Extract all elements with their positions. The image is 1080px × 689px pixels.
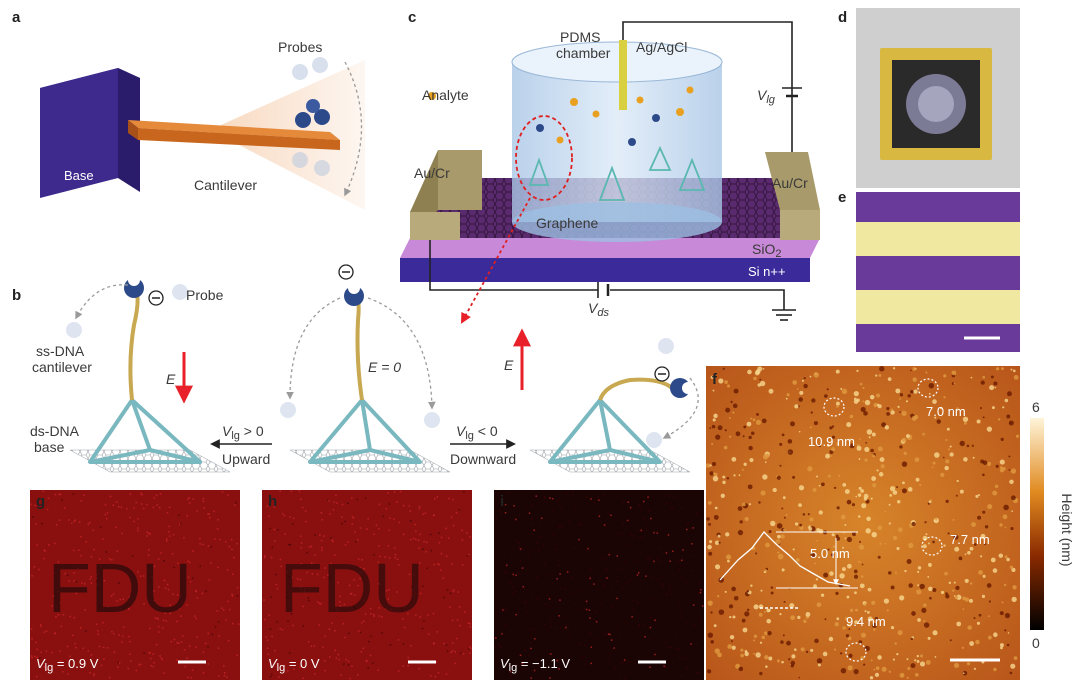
- panel-c-letter: c: [408, 9, 416, 26]
- dsdna-label-2: base: [34, 439, 65, 455]
- panel-a-letter: a: [12, 9, 21, 26]
- probe-icons: [536, 114, 660, 146]
- upward-label: Upward: [222, 451, 270, 467]
- voltage-label-g: Vlg = 0.9 V: [36, 656, 99, 674]
- e-field-label-right: E: [504, 357, 514, 373]
- negative-charge-icon-mid: [338, 264, 354, 280]
- faded-probe-icons: [292, 57, 330, 176]
- analyte-label: Analyte: [422, 87, 469, 103]
- electrode-label: Ag/AgCl: [636, 39, 687, 55]
- panel-d: d: [838, 8, 1020, 188]
- ssdna-right: [598, 377, 674, 401]
- panel-g-letter: g: [36, 493, 45, 510]
- au-cr-left-pad: [410, 212, 460, 240]
- downward-label: Downward: [450, 451, 516, 467]
- panel-e-letter: e: [838, 189, 846, 206]
- colorbar: [1030, 418, 1044, 630]
- ssdna-mid: [354, 294, 364, 401]
- panel-h: FDU h Vlg = 0 V: [262, 490, 472, 680]
- panel-h-letter: h: [268, 493, 277, 510]
- cbar-min-label: 0: [1032, 635, 1040, 651]
- panel-i-letter: i: [500, 493, 504, 510]
- probe-icon-right: [670, 378, 694, 398]
- cbar-title: Height (nm): [1059, 493, 1075, 566]
- probe-icon: [295, 99, 330, 128]
- panel-d-letter: d: [838, 9, 847, 26]
- pdms-label-1: PDMS: [560, 29, 600, 45]
- e-field-label-left: E: [166, 371, 176, 387]
- gate-wire: [622, 21, 793, 160]
- profile-height-label: 5.0 nm: [810, 546, 850, 561]
- pdms-label-2: chamber: [556, 45, 611, 61]
- panel-c: c: [400, 9, 820, 324]
- electrode-stripe-1: [856, 222, 1020, 256]
- au-cr-right-label: Au/Cr: [772, 175, 808, 191]
- size-label-1: 10.9 nm: [808, 434, 855, 449]
- base-label: Base: [64, 168, 94, 183]
- size-label-2: 7.0 nm: [926, 404, 966, 419]
- tetrahedron-mid: [308, 398, 422, 464]
- ssdna-label-2: cantilever: [32, 359, 92, 375]
- sio2-layer: [400, 238, 820, 258]
- highlight-circle: [515, 115, 573, 201]
- ground-icon: [772, 309, 796, 321]
- ssdna-left: [128, 289, 140, 401]
- afm-speckle: [705, 366, 1020, 680]
- negative-charge-icon-left: [148, 290, 164, 306]
- dsdna-label-1: ds-DNA: [30, 423, 80, 439]
- sio2-label: SiO2: [752, 241, 781, 260]
- probe-icon-left: [124, 274, 144, 298]
- panel-b: b: [12, 264, 699, 473]
- au-cr-right-pad: [780, 210, 820, 240]
- au-cr-left-label: Au/Cr: [414, 165, 450, 181]
- panel-f: f 10.9 nm 7.0 nm 7.7 nm 9.4 nm 5.0 nm 6 …: [705, 366, 1075, 680]
- cantilever-label: Cantilever: [194, 177, 257, 193]
- vlg-neg-label: Vlg < 0: [456, 423, 498, 442]
- panel-i: i Vlg = −1.1 V: [494, 490, 704, 680]
- size-label-4: 9.4 nm: [846, 614, 886, 629]
- height-profile-line: [719, 531, 851, 587]
- fluor-image-g: [30, 490, 240, 680]
- tetrahedron-right: [548, 398, 662, 464]
- electrode-stripe-2: [856, 290, 1020, 324]
- fluor-image-h: [262, 490, 472, 680]
- si-layer: [400, 258, 810, 282]
- pdms-chamber: [511, 41, 723, 242]
- analyte-dots: [428, 86, 694, 144]
- faded-probe-icons-b: [66, 284, 674, 448]
- panel-e: e: [838, 189, 1020, 352]
- cantilever-beam: [128, 120, 340, 150]
- micrograph-bg: [856, 192, 1020, 352]
- e-zero-label: E = 0: [368, 359, 401, 375]
- probe-icon-mid: [344, 282, 364, 306]
- fdu-pattern-g: FDU: [48, 549, 192, 627]
- tetrahedron-left: [88, 398, 202, 464]
- fluor-image-i: [494, 490, 704, 680]
- voltage-label-i: Vlg = −1.1 V: [500, 656, 570, 674]
- graphene-label: Graphene: [536, 215, 598, 231]
- panel-a: a Base Probes Cantilev: [12, 9, 365, 210]
- ag-agcl-electrode: [619, 40, 627, 110]
- voltage-label-h: Vlg = 0 V: [268, 656, 320, 674]
- tetrahedra-icons: [528, 145, 706, 201]
- fdu-pattern-h: FDU: [280, 549, 424, 627]
- panel-g: FDU g Vlg = 0.9 V: [30, 490, 240, 680]
- size-label-3: 7.7 nm: [950, 532, 990, 547]
- si-label: Si n++: [748, 264, 786, 279]
- ssdna-label-1: ss-DNA: [36, 343, 85, 359]
- swing-arrow: [344, 61, 363, 197]
- cbar-max-label: 6: [1032, 399, 1040, 415]
- panel-b-letter: b: [12, 287, 21, 304]
- vlg-pos-label: Vlg > 0: [222, 423, 264, 442]
- probes-label: Probes: [278, 39, 322, 55]
- vds-label: Vds: [588, 300, 609, 319]
- probe-label: Probe: [186, 287, 224, 303]
- negative-charge-icon-right: [654, 366, 670, 382]
- panel-f-letter: f: [712, 371, 718, 388]
- vlg-label: Vlg: [757, 87, 776, 106]
